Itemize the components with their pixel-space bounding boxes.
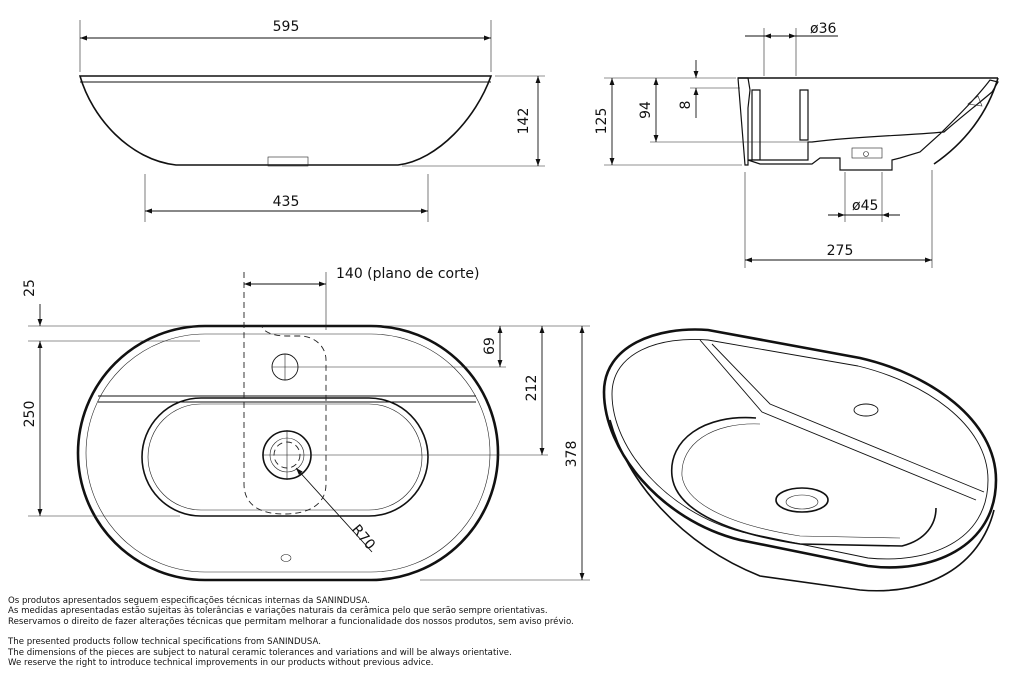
front-view: 595 435 142 [78, 19, 545, 222]
dim-212-label: 212 [524, 375, 540, 402]
dim-94-label: 94 [638, 101, 654, 119]
perspective-outer-rim [602, 328, 998, 569]
dim-r70-line [295, 467, 373, 553]
dim-8-label: 8 [678, 101, 694, 110]
plan-view-overflow [280, 554, 292, 562]
perspective-view [602, 328, 998, 592]
note-pt-1: Os produtos apresentados seguem especifi… [8, 596, 370, 606]
dim-250-label: 250 [22, 401, 38, 428]
plan-view-shelf [98, 395, 476, 403]
disclaimer-notes: Os produtos apresentados seguem especifi… [8, 596, 708, 668]
note-en-1: The presented products follow technical … [8, 637, 321, 648]
dim-125-label: 125 [594, 108, 610, 135]
perspective-skirt [609, 419, 995, 592]
dim-25-label: 25 [22, 279, 38, 297]
front-view-basin-outline [78, 75, 493, 166]
side-section-tap-post [751, 89, 809, 161]
side-section-floor [747, 79, 999, 171]
plan-view-inner-bowl [141, 397, 429, 517]
dim-r70-label: R70 [348, 522, 378, 553]
note-pt-2: As medidas apresentadas estão sujeitas à… [8, 606, 548, 617]
dim-275-label: 275 [827, 243, 854, 259]
side-section-drain [851, 147, 883, 159]
plan-view-section-outline [243, 272, 327, 515]
perspective-tap-hole [853, 403, 879, 417]
side-section-outer [738, 77, 999, 165]
dim-142-label: 142 [516, 108, 532, 135]
note-pt-3: Reservamos o direito de fazer alterações… [8, 616, 574, 627]
perspective-drain [775, 487, 829, 513]
note-en-3: We reserve the right to introduce techni… [8, 658, 434, 669]
dim-45-label: ø45 [852, 198, 878, 214]
plan-view-outer-rim [76, 324, 500, 582]
dim-378-label: 378 [564, 441, 580, 468]
plan-view: 140 (plano de corte) 25 250 69 212 378 R… [22, 266, 590, 582]
front-view-drain [267, 156, 309, 167]
dim-69-label: 69 [482, 337, 498, 355]
dim-36-label: ø36 [810, 21, 836, 37]
side-section-view: ø36 125 94 8 ø45 275 [594, 21, 999, 268]
perspective-inner-bowl [671, 416, 937, 547]
dim-595-label: 595 [273, 19, 300, 35]
perspective-shelf [699, 339, 977, 501]
note-en-2: The dimensions of the pieces are subject… [8, 647, 512, 658]
side-section-left-wall [737, 77, 751, 166]
dim-140-label: 140 (plano de corte) [336, 266, 479, 282]
dim-435-label: 435 [273, 194, 300, 210]
